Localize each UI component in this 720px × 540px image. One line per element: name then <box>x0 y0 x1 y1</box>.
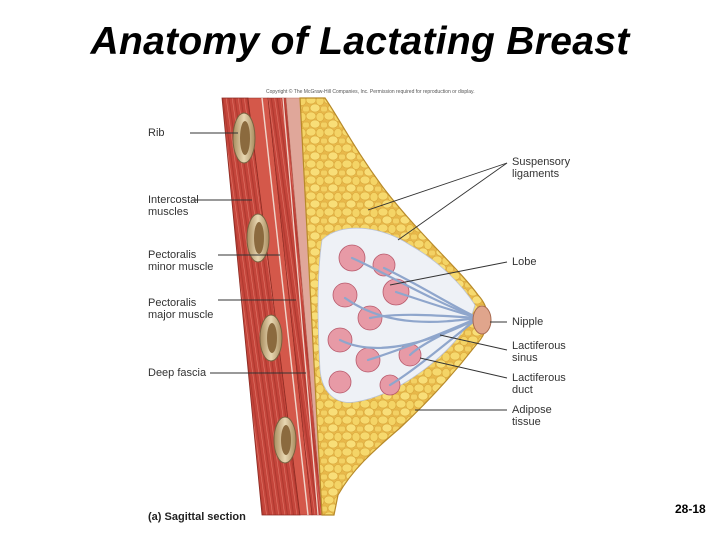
label-deep-fascia: Deep fascia <box>148 367 207 379</box>
label-lobe: Lobe <box>512 256 537 268</box>
label-adipose-tissue: Adipose tissue <box>512 404 552 428</box>
caption-text: Sagittal section <box>164 511 246 523</box>
caption-part-letter: (a) <box>148 511 162 523</box>
label-lactiferous-sinus: Lactiferous sinus <box>512 340 566 364</box>
label-nipple: Nipple <box>512 316 544 328</box>
ribs <box>232 112 297 464</box>
slide-page-number: 28-18 <box>675 502 706 516</box>
label-suspensory-ligaments: Suspensory ligaments <box>512 156 571 180</box>
rib-bone <box>273 416 297 464</box>
label-rib: Rib <box>148 127 165 139</box>
lactiferous-ducts <box>338 256 480 387</box>
nipple-shape <box>472 305 492 335</box>
rib-bone <box>259 314 283 362</box>
label-lactiferous-duct: Lactiferous duct <box>512 372 566 396</box>
figure-caption: (a) Sagittal section <box>148 511 246 523</box>
leader-lines <box>190 132 508 411</box>
copyright-notice: Copyright © The McGraw-Hill Companies, I… <box>266 89 475 95</box>
rib-bone <box>246 213 270 263</box>
label-pectoralis-minor: Pectoralis minor muscle <box>148 249 214 273</box>
label-intercostal-muscles: Intercostal muscles <box>148 194 199 218</box>
rib-bone <box>232 112 256 164</box>
label-pectoralis-major: Pectoralis major muscle <box>148 297 214 321</box>
lobule <box>328 370 352 394</box>
slide-title: Anatomy of Lactating Breast <box>90 20 630 63</box>
